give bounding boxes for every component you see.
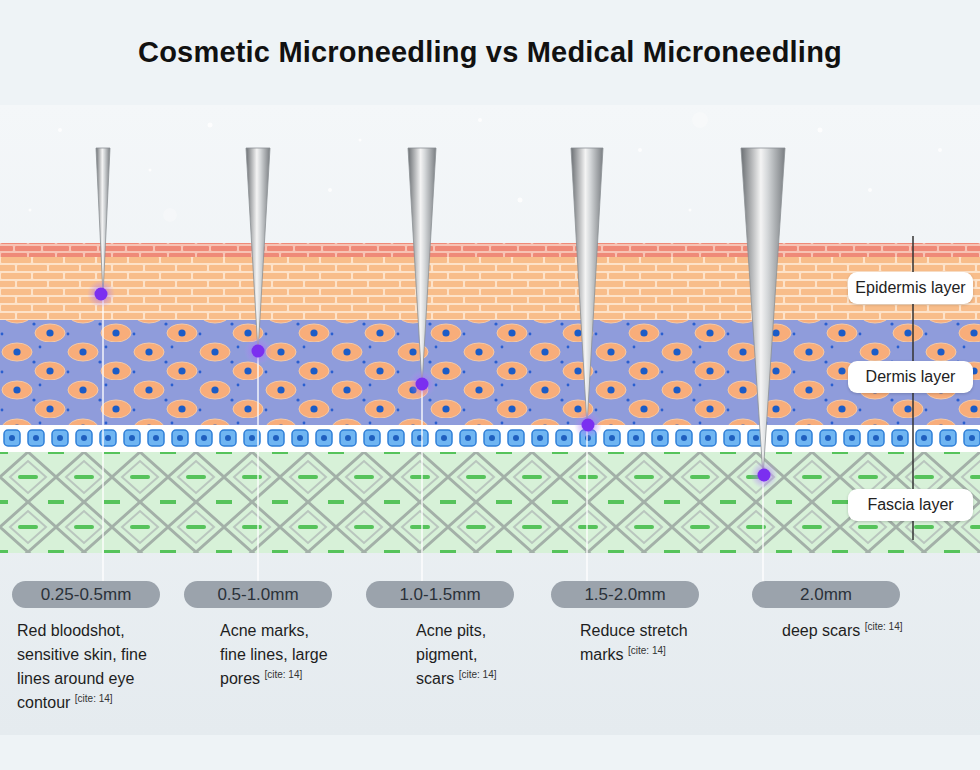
tip-glow bbox=[408, 370, 436, 398]
depth-leader bbox=[586, 426, 588, 582]
epidermis-band bbox=[0, 257, 980, 320]
sparkle bbox=[29, 209, 32, 212]
tip-glow bbox=[750, 461, 778, 489]
citation-mark: [cite: 14] bbox=[75, 693, 113, 704]
node-label: 1.0-1.5mm bbox=[366, 581, 514, 608]
text-run: deep scars bbox=[782, 622, 865, 639]
illustration-panel bbox=[0, 105, 980, 735]
indication-text: Red bloodshot, sensitive skin, fine line… bbox=[17, 619, 159, 715]
sparkle bbox=[208, 123, 213, 128]
depth-pill: 1.0-1.5mmAcne pits, pigment, scars [cite… bbox=[366, 581, 514, 608]
depth-leader bbox=[421, 385, 423, 582]
node-label: Fascia layer bbox=[848, 489, 973, 521]
node-label: 2.0mm bbox=[752, 581, 900, 608]
layer-label: Fascia layer bbox=[848, 489, 973, 521]
needle bbox=[408, 148, 436, 385]
tip-dot bbox=[252, 345, 265, 358]
tip-glow bbox=[87, 280, 115, 308]
tip-glow bbox=[574, 411, 602, 439]
needle bbox=[246, 148, 270, 352]
sparkle bbox=[638, 148, 642, 152]
indication-text: Reduce stretch marks [cite: 14] bbox=[580, 619, 705, 667]
node-label: Epidermis layer bbox=[848, 272, 973, 304]
node-label: 0.5-1.0mm bbox=[184, 581, 332, 608]
page-title: Cosmetic Microneedling vs Medical Micron… bbox=[0, 36, 980, 69]
sparkle bbox=[938, 148, 942, 152]
dermis-band bbox=[0, 320, 980, 425]
tip-glow bbox=[244, 337, 272, 365]
depth-pill: 0.25-0.5mmRed bloodshot, sensitive skin,… bbox=[12, 581, 160, 608]
sparkle bbox=[518, 198, 523, 203]
sparkle bbox=[149, 169, 152, 172]
citation-mark: [cite: 14] bbox=[264, 669, 302, 680]
depth-pill: 1.5-2.0mmReduce stretch marks [cite: 14] bbox=[551, 581, 699, 608]
citation-mark: [cite: 14] bbox=[459, 669, 497, 680]
tip-dot bbox=[758, 469, 771, 482]
stratum-corneum bbox=[0, 243, 980, 257]
sparkles bbox=[29, 112, 943, 222]
tip-dot bbox=[95, 288, 108, 301]
depth-leader bbox=[762, 476, 764, 582]
indication-text: deep scars [cite: 14] bbox=[782, 619, 957, 643]
sparkle bbox=[692, 112, 708, 128]
depth-leader bbox=[257, 352, 259, 582]
indication-text: Acne pits, pigment, scars [cite: 14] bbox=[416, 619, 516, 691]
indication-text: Acne marks, fine lines, large pores [cit… bbox=[220, 619, 332, 691]
fascia-band bbox=[0, 452, 980, 553]
depth-leader bbox=[102, 295, 104, 582]
needle bbox=[741, 148, 785, 476]
needle bbox=[571, 148, 603, 426]
sparkle bbox=[58, 128, 62, 132]
needle-tips bbox=[87, 280, 778, 489]
sparkle bbox=[328, 188, 332, 192]
needles bbox=[96, 148, 785, 476]
tip-dot bbox=[582, 419, 595, 432]
sparkle bbox=[478, 118, 482, 122]
basal-band bbox=[0, 425, 980, 452]
sparkle bbox=[689, 209, 692, 212]
sparkle bbox=[359, 139, 362, 142]
node-label: 1.5-2.0mm bbox=[551, 581, 699, 608]
tip-dot bbox=[416, 378, 429, 391]
sparkle bbox=[163, 208, 177, 222]
depth-leaders bbox=[103, 295, 763, 582]
citation-mark: [cite: 14] bbox=[865, 621, 903, 632]
node-label: 0.25-0.5mm bbox=[12, 581, 160, 608]
text-run: Reduce stretch marks bbox=[580, 622, 688, 663]
needle bbox=[96, 148, 110, 295]
layer-label: Epidermis layer bbox=[848, 272, 973, 304]
depth-pill: 2.0mmdeep scars [cite: 14] bbox=[752, 581, 900, 608]
node-label: Dermis layer bbox=[848, 361, 973, 393]
sparkle bbox=[818, 128, 823, 133]
citation-mark: [cite: 14] bbox=[628, 645, 666, 656]
sparkle bbox=[868, 188, 872, 192]
depth-pill: 0.5-1.0mmAcne marks, fine lines, large p… bbox=[184, 581, 332, 608]
layer-label: Dermis layer bbox=[848, 361, 973, 393]
